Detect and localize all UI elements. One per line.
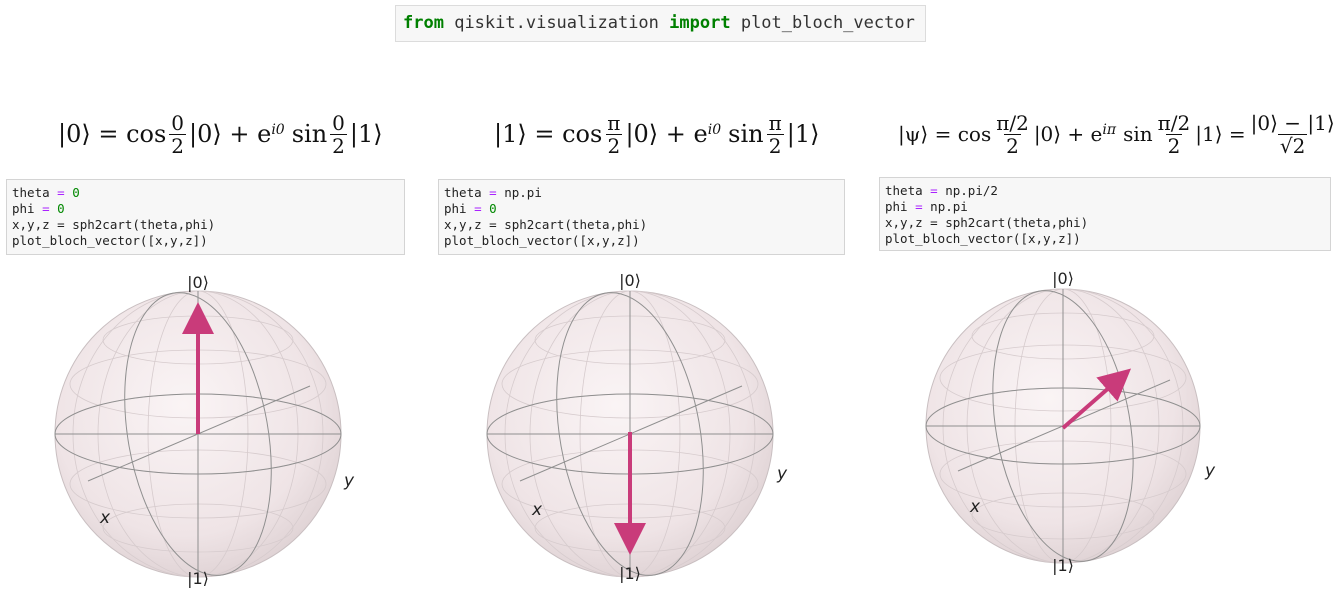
- code-line: plot_bloch_vector([x,y,z]): [444, 233, 640, 248]
- code-line: phi = np.pi: [885, 199, 968, 214]
- eq-sin: sin: [291, 120, 328, 148]
- state-vector-arrow: [1061, 368, 1132, 430]
- eq-tail: |1⟩ =: [1195, 122, 1246, 146]
- fraction: |0⟩ − |1⟩√2: [1250, 110, 1335, 158]
- bloch-label-one: |1⟩: [619, 564, 641, 583]
- bloch-label-x: x: [99, 508, 111, 528]
- code-line: phi = 0: [12, 201, 65, 216]
- code-line: x,y,z = sph2cart(theta,phi): [444, 217, 648, 232]
- bloch-label-zero: |0⟩: [1052, 269, 1074, 288]
- eq-sin: sin: [728, 120, 764, 148]
- eq-mid: |0⟩ + e: [625, 120, 708, 148]
- eq-sin: sin: [1123, 122, 1153, 146]
- eq-lhs: |ψ⟩ = cos: [898, 122, 992, 146]
- bloch-sphere-1: |0⟩ |1⟩ x y: [48, 266, 358, 591]
- bloch-label-y: y: [343, 471, 355, 491]
- code-cell-2[interactable]: theta = np.pi phi = 0 x,y,z = sph2cart(t…: [438, 179, 845, 255]
- eq-mid: |0⟩ + e: [1033, 122, 1103, 146]
- bloch-label-one: |1⟩: [1052, 556, 1074, 575]
- code-line: x,y,z = sph2cart(theta,phi): [885, 215, 1089, 230]
- import-code-cell[interactable]: from qiskit.visualization import plot_bl…: [395, 5, 926, 42]
- bloch-sphere-2: |0⟩ |1⟩ x y: [480, 266, 790, 591]
- eq-lhs: |0⟩ = cos: [58, 120, 167, 148]
- eq-tail: |1⟩: [349, 120, 383, 148]
- eq-exponent: i0: [271, 122, 285, 138]
- bloch-label-zero: |0⟩: [619, 271, 641, 290]
- bloch-label-x: x: [969, 497, 981, 517]
- keyword-from: from: [403, 13, 444, 33]
- code-line: theta = 0: [12, 185, 80, 200]
- eq-exponent: iπ: [1102, 122, 1117, 138]
- bloch-label-x: x: [531, 500, 543, 520]
- code-line: plot_bloch_vector([x,y,z]): [12, 233, 208, 248]
- code-line: plot_bloch_vector([x,y,z]): [885, 231, 1081, 246]
- eq-mid: |0⟩ + e: [189, 120, 272, 148]
- code-line: theta = np.pi: [444, 185, 542, 200]
- eq-exponent: i0: [707, 122, 722, 138]
- code-cell-3[interactable]: theta = np.pi/2 phi = np.pi x,y,z = sph2…: [879, 177, 1331, 251]
- import-name: plot_bloch_vector: [740, 13, 915, 33]
- bloch-sphere-3: |0⟩ |1⟩ x y: [918, 266, 1228, 591]
- eq-lhs: |1⟩ = cos: [494, 120, 603, 148]
- code-line: x,y,z = sph2cart(theta,phi): [12, 217, 216, 232]
- code-line: theta = np.pi/2: [885, 183, 998, 198]
- code-line: phi = 0: [444, 201, 497, 216]
- bloch-label-one: |1⟩: [187, 569, 209, 588]
- bloch-label-y: y: [776, 464, 788, 484]
- eq-tail: |1⟩: [786, 120, 820, 148]
- module-name: qiskit.visualization: [454, 13, 659, 33]
- bloch-label-zero: |0⟩: [187, 273, 209, 292]
- code-cell-1[interactable]: theta = 0 phi = 0 x,y,z = sph2cart(theta…: [6, 179, 405, 255]
- keyword-import: import: [669, 13, 731, 33]
- bloch-label-y: y: [1204, 461, 1216, 481]
